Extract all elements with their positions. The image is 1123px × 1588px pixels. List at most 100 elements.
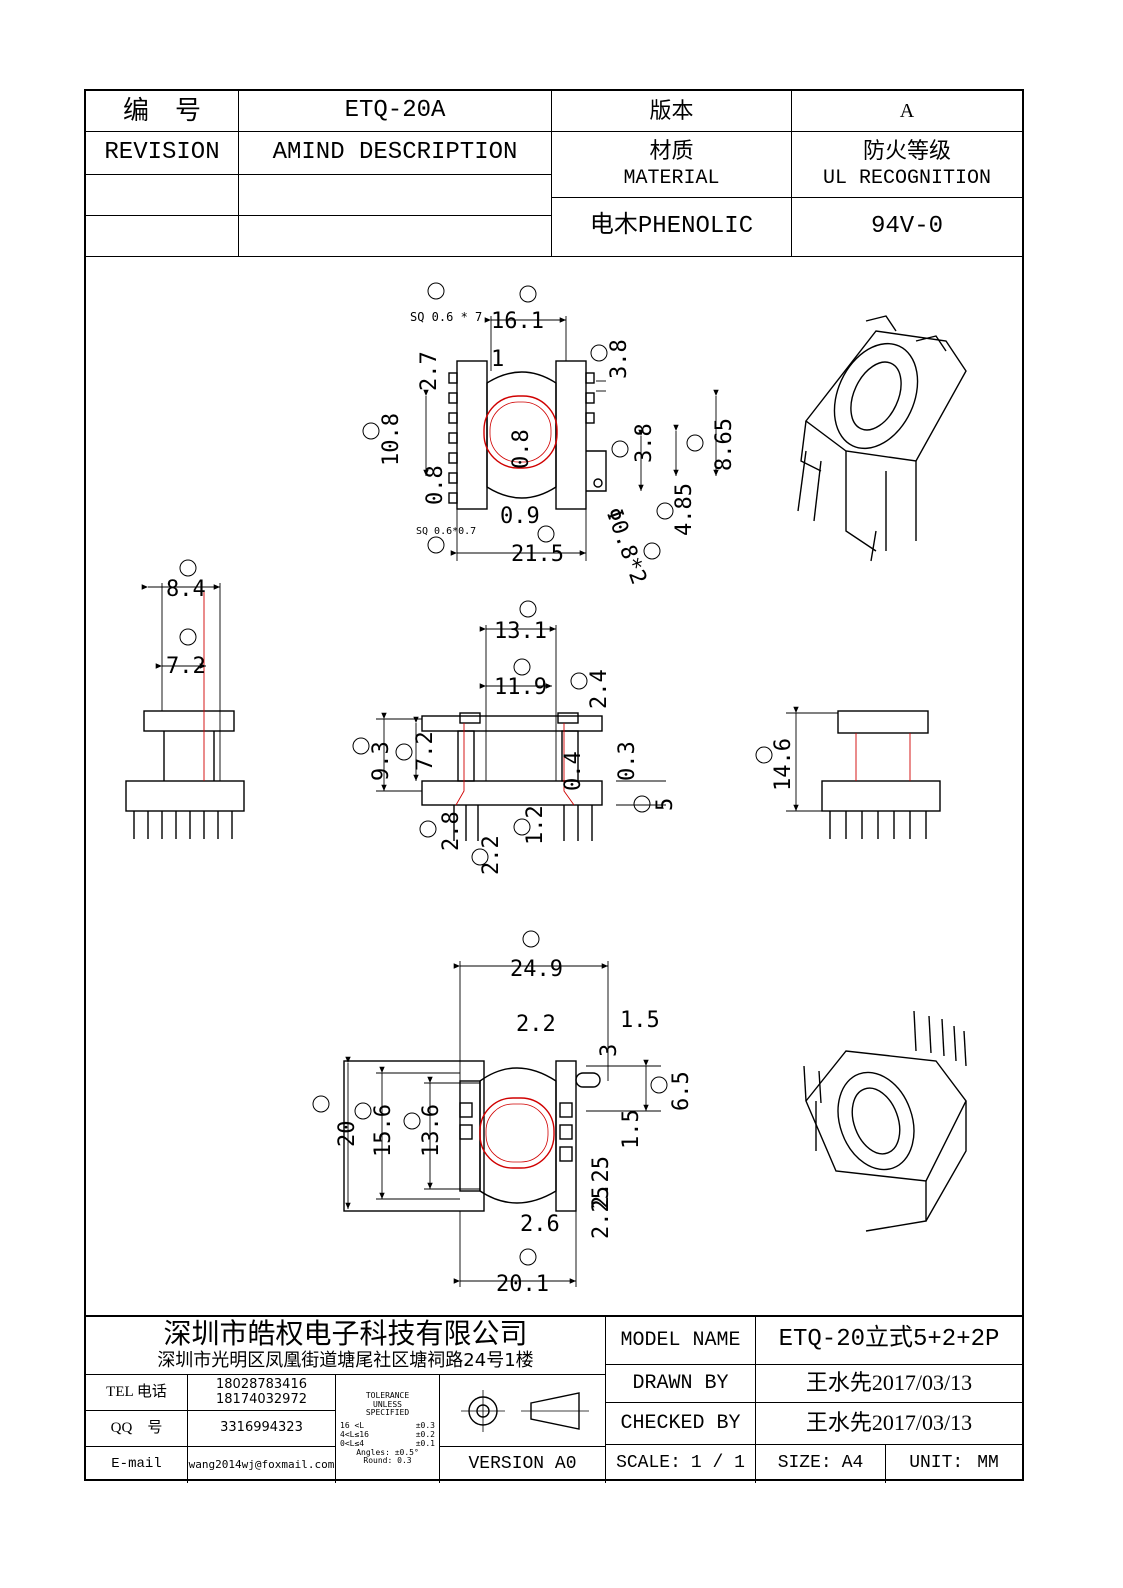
revision-row-2 [86, 216, 239, 257]
callout-u [755, 746, 773, 764]
dim-1-5b-text: 1.5 [619, 1109, 644, 1149]
callout-t [633, 795, 651, 813]
size-label: SIZE: [777, 1453, 832, 1474]
callout-s [513, 818, 531, 836]
header-table: 编 号 ETQ-20A 版本 A REVISION AMIND DESCRIPT… [86, 91, 1022, 257]
version-value: A [792, 91, 1022, 132]
amend-row-1 [239, 175, 552, 216]
dim-y-right-text: 6.5 [669, 1071, 694, 1111]
tol-value-3: ±0.1 [415, 1438, 435, 1448]
top-view-dims [423, 316, 719, 561]
dim-b-text: 3.8 [607, 339, 632, 379]
drawn-value: 王水先2017/03/13 [756, 1365, 1022, 1403]
material-cn: 材质 [649, 138, 694, 164]
callout-p [570, 672, 588, 690]
iso-view-bottom [803, 1010, 967, 1232]
callout-a1-bottom [522, 930, 540, 948]
callout-a1-top [427, 282, 445, 300]
dim-c-text: 10.8 [379, 413, 404, 466]
dim-n-text: 13.1 [494, 619, 547, 644]
dim-h-text: Φ0.8*2 [600, 505, 651, 588]
revision-row-1 [86, 175, 239, 216]
material-heading: 材质 MATERIAL [552, 132, 792, 198]
company-address: 深圳市光明区凤凰街道塘尾社区塘祠路24号1楼 [157, 1350, 534, 1371]
dim-a1-text: 24.9 [510, 957, 563, 982]
drawn-label: DRAWN BY [606, 1365, 756, 1403]
dim-q-text: 2.8 [439, 811, 464, 851]
tol-round: Round: 0.3 [363, 1456, 412, 1466]
company-name: 深圳市皓权电子科技有限公司 [163, 1319, 528, 1351]
unit-cell: UNIT: MM [886, 1445, 1022, 1483]
callout-d [537, 525, 555, 543]
dim-3-text: 3 [597, 1044, 622, 1057]
technical-drawing: 16.1 1 2.7 10.8 0.8 0.8 0.9 21.5 3.8 3.8… [125, 282, 967, 1297]
dim-2-25b-text: 2.25 [589, 1186, 614, 1239]
top-view [448, 360, 607, 510]
tol-row-2: 4<L≤16±0.2 [340, 1430, 435, 1440]
qq-value: 3316994323 [188, 1411, 336, 1447]
scale-cell: SCALE: 1 / 1 [606, 1445, 756, 1483]
dim-p-text: 2.4 [587, 669, 612, 709]
drawing-frame: 编 号 ETQ-20A 版本 A REVISION AMIND DESCRIPT… [84, 89, 1024, 1483]
dim-s-text: 1.2 [523, 805, 548, 845]
callout-m [395, 743, 413, 761]
callout-w [354, 1102, 372, 1120]
model-value: ETQ-20立式5+2+2P [756, 1317, 1022, 1365]
side-view-right-dims [786, 706, 838, 812]
dim-top-2-7: 2.7 [417, 351, 442, 391]
unit-label: UNIT: [909, 1453, 964, 1474]
scale-label: SCALE: [616, 1453, 681, 1474]
size-value: A4 [841, 1453, 864, 1474]
dim-0-3-text: 0.3 [615, 741, 640, 781]
dim-top-0-9: 0.9 [500, 504, 540, 529]
callout-z [519, 1248, 537, 1266]
tel-value-1: 18028783416 [216, 1377, 307, 1393]
tol-title-3: SPECIFIED [365, 1408, 410, 1418]
dim-top-0-8a: 0.8 [423, 465, 448, 505]
scale-value: 1 / 1 [690, 1453, 745, 1474]
dim-g-text: 4.85 [672, 483, 697, 536]
ul-cn: 防火等级 [862, 138, 951, 164]
dim-o-text: 11.9 [494, 675, 547, 700]
dim-2-25-text: 2.25 [589, 1156, 614, 1209]
material-en: MATERIAL [623, 166, 720, 190]
label-amend: AMIND DESCRIPTION [239, 132, 552, 175]
side-view-left-text: 8.4 7.2 [166, 559, 206, 679]
tol-value-2: ±0.2 [415, 1430, 435, 1439]
label-revision: REVISION [86, 132, 239, 175]
callout-j [179, 559, 197, 577]
dim-r-text: 2.2 [479, 835, 504, 875]
ul-heading: 防火等级 UL RECOGNITION [792, 132, 1022, 198]
label-number: 编 号 [86, 91, 239, 132]
email-label: E-mail [86, 1447, 188, 1483]
side-view-left [125, 591, 245, 839]
dim-w-text: 15.6 [371, 1104, 396, 1157]
dim-y-text: 20 [335, 1121, 360, 1148]
callout-b [590, 344, 608, 362]
tol-title-2: UNLESS [373, 1399, 402, 1409]
dim-d-text: 21.5 [511, 542, 564, 567]
tol-title-1: TOLERANCE [365, 1390, 410, 1400]
tol-range-1: 16 <L [340, 1421, 365, 1431]
tol-range-3: 0<L≤4 [340, 1438, 365, 1448]
dim-2-6-text: 2.6 [520, 1212, 560, 1237]
side-view-left-dims [141, 583, 221, 781]
tel-values: 18028783416 18174032972 [188, 1375, 336, 1411]
title-block: 深圳市皓权电子科技有限公司 深圳市光明区凤凰街道塘尾社区塘祠路24号1楼 MOD… [86, 1315, 1022, 1483]
part-code: ETQ-20A [239, 91, 552, 132]
dim-1-5-text: 1.5 [620, 1008, 660, 1033]
dim-m-text: 7.2 [413, 731, 438, 771]
tolerance-cell: TOLERANCE UNLESS SPECIFIED 16 <L±0.3 4<L… [336, 1375, 440, 1483]
dim-e-text: 3.8 [632, 423, 657, 463]
callout-l [352, 737, 370, 755]
callout-x [403, 1112, 421, 1130]
callout-y-right [650, 1076, 668, 1094]
dim-x-text: 13.6 [419, 1104, 444, 1157]
callout-n [519, 600, 537, 618]
callout-q [419, 820, 437, 838]
version-cell: VERSION A0 [440, 1447, 606, 1483]
tel-label: TEL 电话 [86, 1375, 188, 1411]
front-view-text: 13.1 11.9 2.4 9.3 7.2 0.4 0.3 5 2.8 2.2 … [352, 600, 678, 875]
side-view-right-text: 14.6 [755, 738, 796, 791]
pin-note-bottom: SQ 0.6*0.7 [416, 526, 476, 537]
